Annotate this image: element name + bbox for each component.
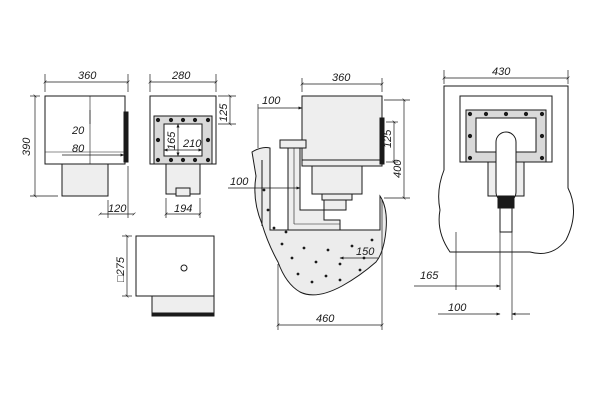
dim-front-inner-width: 210 (182, 138, 202, 150)
dim-side-flange: 80 (72, 143, 85, 155)
dim-rear-bottom: 100 (448, 302, 467, 314)
dim-side-inner-depth: 20 (71, 125, 85, 137)
dim-side-width: 360 (78, 70, 97, 82)
side-faceplate (123, 111, 129, 163)
section-faceplate (379, 117, 385, 165)
dim-section-bottom-width: 460 (316, 313, 335, 325)
side-view: 360 390 20 80 120 (21, 70, 136, 218)
rear-coupling (497, 195, 515, 209)
plan-faceplate (151, 312, 215, 317)
section-aggregate (262, 188, 374, 284)
dim-front-base: 194 (174, 203, 192, 215)
rear-view: 430 165 100 (414, 66, 574, 320)
side-housing (44, 95, 126, 165)
dim-section-floor: 150 (356, 246, 375, 258)
dim-side-bottom: 120 (108, 203, 127, 215)
dim-rear-offset: 165 (420, 270, 439, 282)
plan-drain-hole (180, 264, 188, 272)
rear-bolts (467, 111, 545, 161)
section-view: 360 100 400 125 100 150 460 (228, 72, 410, 330)
dim-rear-width: 430 (492, 66, 511, 78)
section-pipe-elbow (279, 139, 307, 149)
dim-front-width: 280 (171, 70, 191, 82)
section-outlet (321, 193, 353, 201)
plan-lower-body (151, 295, 215, 315)
section-coupling (323, 199, 347, 211)
dim-section-top-width: 360 (332, 72, 351, 84)
dim-section-offset-mid: 100 (230, 176, 249, 188)
dim-section-offset-top: 100 (262, 95, 281, 107)
rear-pipe (499, 207, 513, 233)
side-lower-body (61, 163, 109, 197)
front-view: 280 125 165 210 194 (148, 70, 236, 218)
rear-pipe-loop (495, 131, 517, 203)
section-lower-body (311, 165, 363, 195)
dim-plan-square: □275 (115, 256, 127, 282)
dim-section-opening: 125 (382, 129, 394, 148)
dim-front-opening-height: 125 (218, 103, 230, 122)
front-bolts (155, 117, 211, 163)
plan-view: □275 (115, 234, 215, 317)
plan-housing (135, 235, 215, 297)
dim-front-inner-height: 165 (166, 131, 178, 150)
section-housing (301, 95, 383, 167)
front-outlet (175, 187, 191, 197)
dim-side-height: 390 (21, 137, 33, 156)
